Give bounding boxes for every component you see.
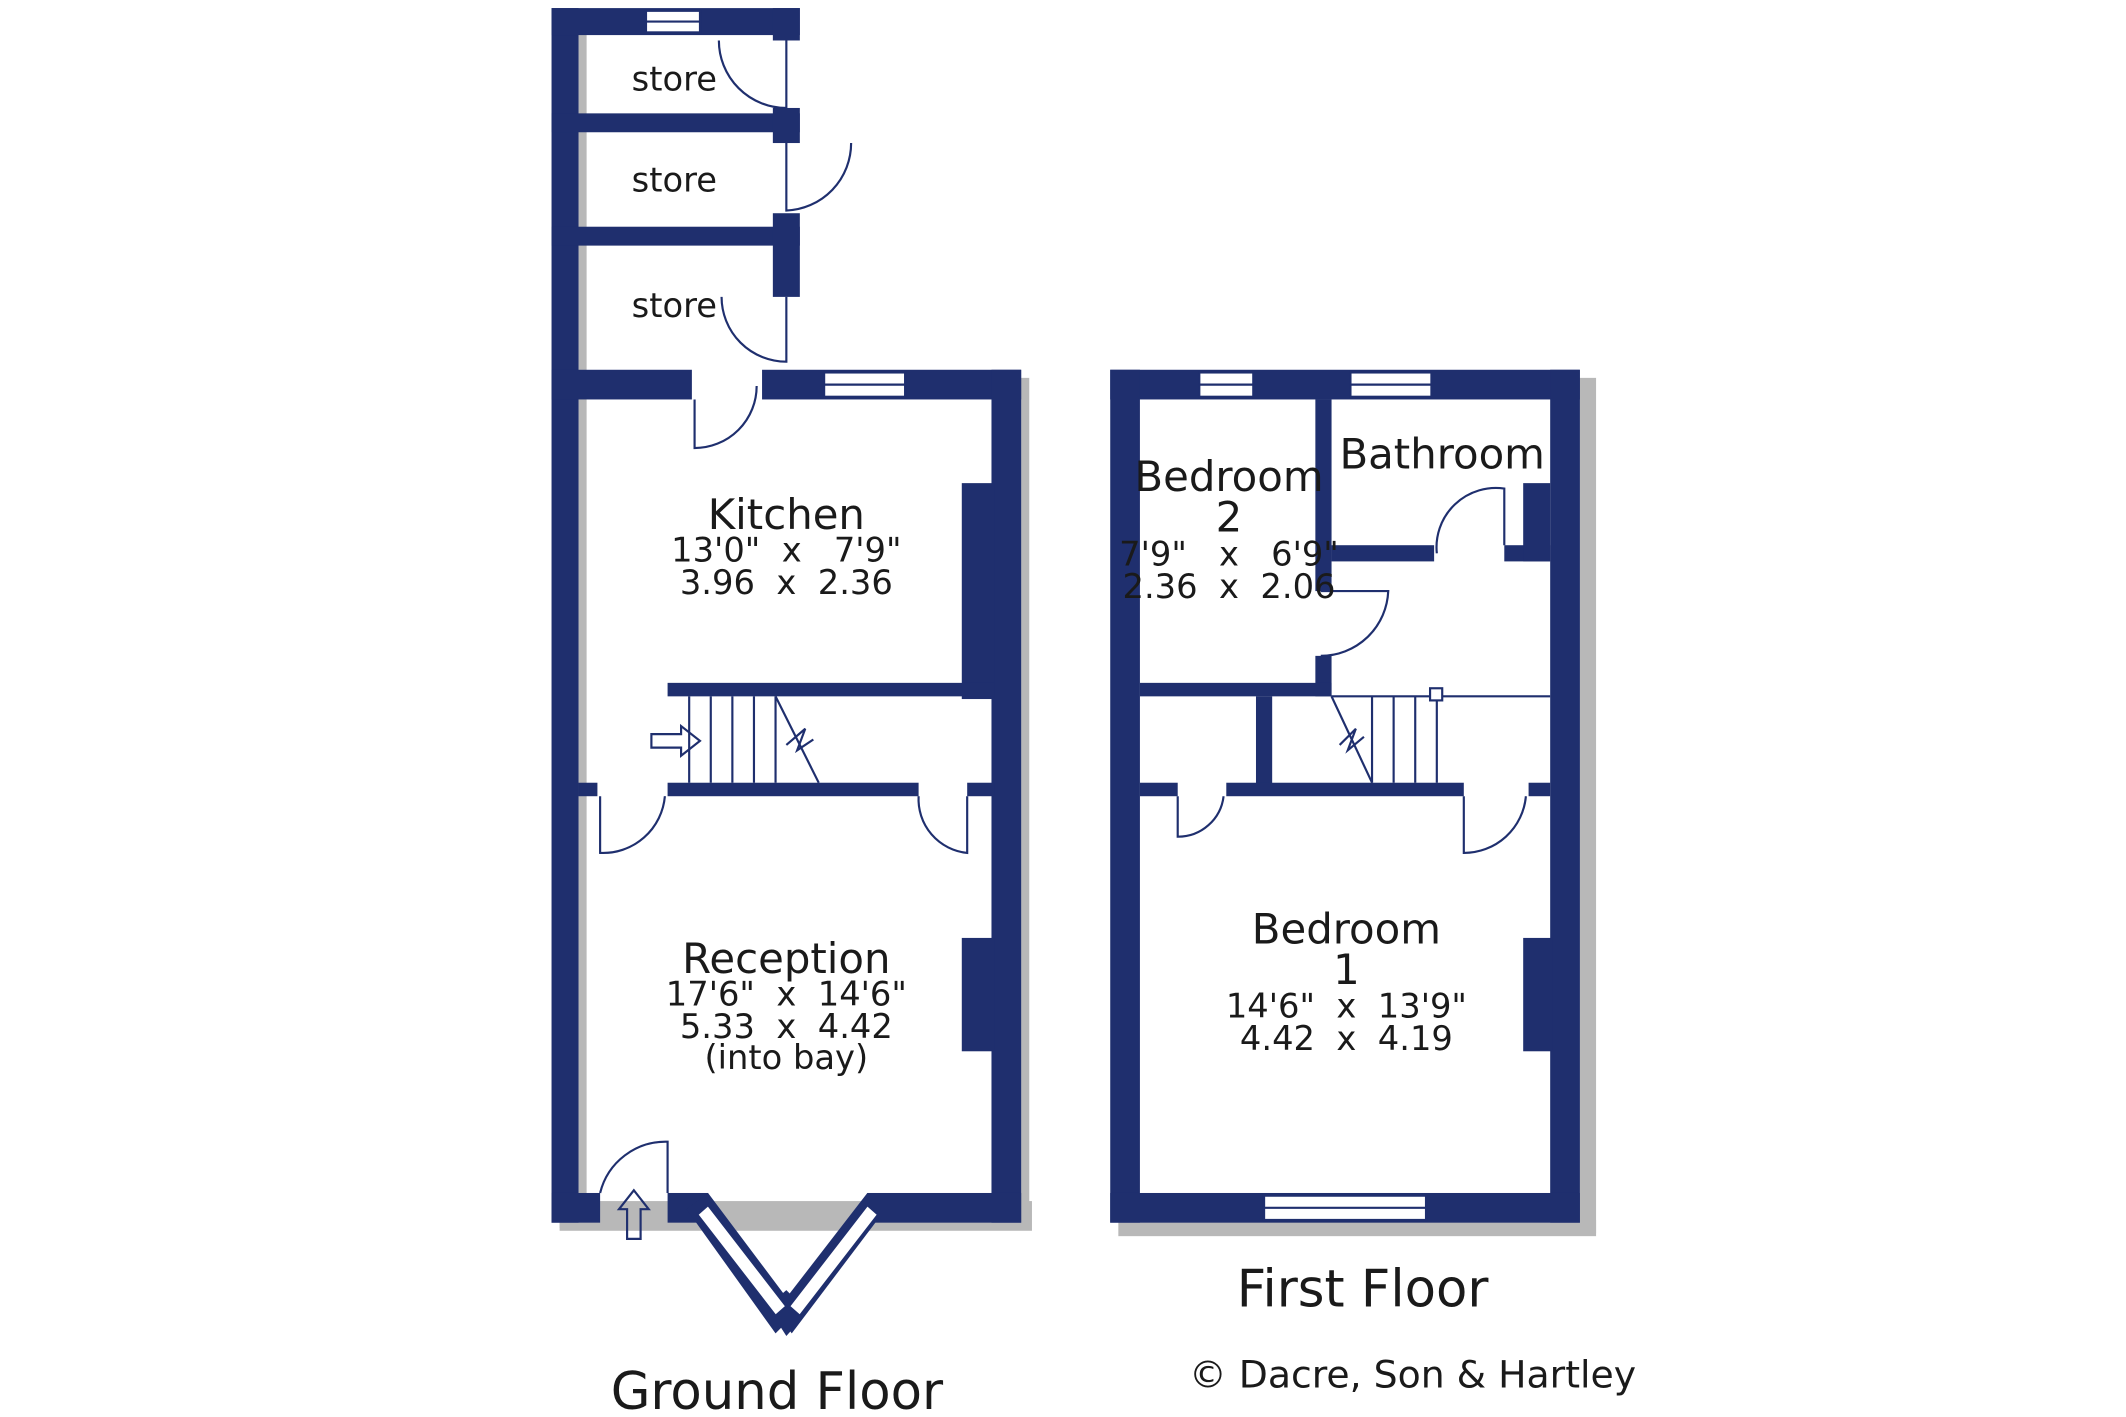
bedroom1-name-line2: 1 <box>1333 945 1360 994</box>
bedroom2-metric: 2.36 x 2.06 <box>1122 567 1335 606</box>
bedroom1-imperial: 14'6" x 13'9" <box>1226 987 1467 1026</box>
ground-floor-title: Ground Floor <box>611 1362 944 1417</box>
reception-name: Reception <box>682 934 890 983</box>
reception-note: (into bay) <box>705 1038 869 1077</box>
stair-arrow-icon <box>650 723 702 758</box>
first-floor-stairs <box>1330 687 1551 784</box>
first-floor-walls <box>1110 369 1580 1223</box>
ground-floor-stairs <box>688 695 820 784</box>
bedroom2-name-line2: 2 <box>1216 493 1243 542</box>
store-label-2: store <box>632 161 717 200</box>
first-floor-shadow <box>1118 377 1597 1237</box>
store-label-1: store <box>632 59 717 98</box>
copyright-text: © Dacre, Son & Hartley <box>1189 1352 1636 1396</box>
ground-floor-plan <box>551 8 1032 1337</box>
store-label-3: store <box>632 286 717 325</box>
bedroom1-metric: 4.42 x 4.19 <box>1240 1019 1453 1058</box>
kitchen-imperial: 13'0" x 7'9" <box>671 530 901 569</box>
ground-floor-windows <box>644 9 907 1318</box>
bedroom2-name-line1: Bedroom <box>1134 452 1323 501</box>
ground-floor-doors <box>599 40 969 1194</box>
bedroom1-name-line1: Bedroom <box>1252 904 1441 953</box>
first-floor-plan <box>1110 369 1597 1237</box>
entrance-arrow-icon <box>616 1188 651 1240</box>
first-floor-doors <box>1176 486 1527 854</box>
reception-imperial: 17'6" x 14'6" <box>666 974 907 1013</box>
bathroom-name: Bathroom <box>1339 429 1544 478</box>
reception-metric: 5.33 x 4.42 <box>680 1007 893 1046</box>
kitchen-name: Kitchen <box>708 490 865 539</box>
first-floor-windows <box>1198 371 1433 1222</box>
kitchen-metric: 3.96 x 2.36 <box>680 563 893 602</box>
first-floor-title: First Floor <box>1237 1259 1490 1319</box>
bedroom2-imperial: 7'9" x 6'9" <box>1119 534 1339 573</box>
